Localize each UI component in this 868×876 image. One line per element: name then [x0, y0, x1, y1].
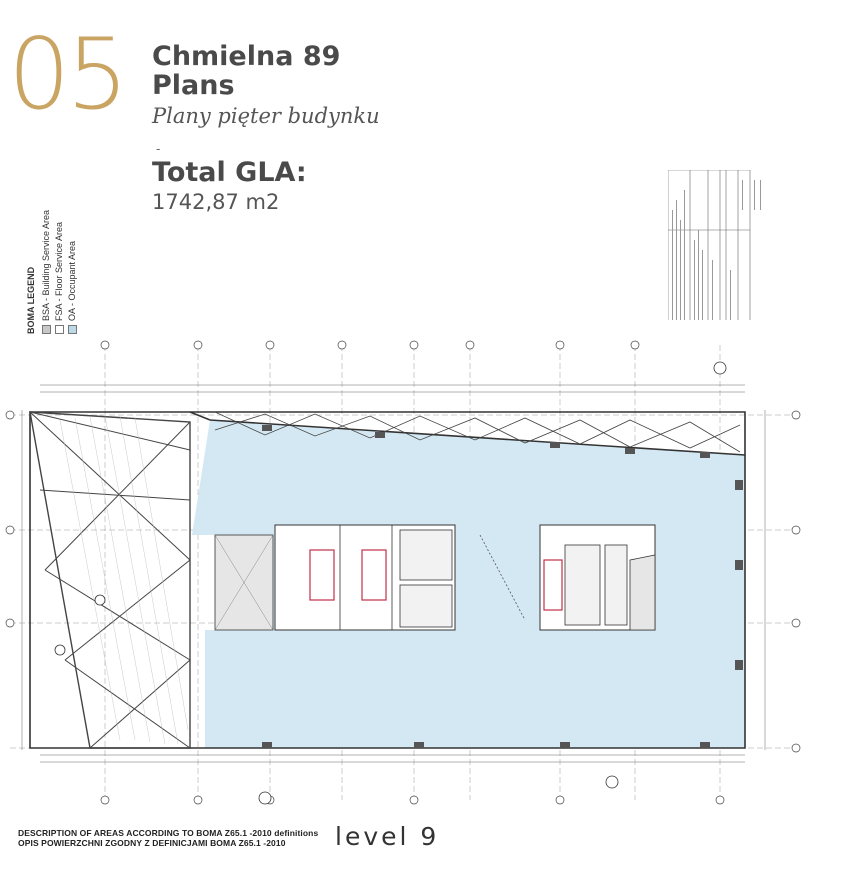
gla-label: Total GLA: — [152, 157, 307, 188]
divider: - — [156, 141, 161, 156]
title-line-1: Chmielna 89 — [152, 41, 341, 72]
legend-item-fsa: FSA - Floor Service Area — [53, 210, 66, 334]
title-line-2: Plans — [152, 70, 235, 101]
description-line-2: OPIS POWIERZCHNI ZGODNY Z DEFINICJAMI BO… — [18, 838, 286, 848]
legend-item-bsa: BSA - Building Service Area — [40, 210, 53, 334]
legend-label-bsa: BSA - Building Service Area — [41, 209, 51, 321]
core-west — [274, 524, 456, 631]
level-label: level 9 — [335, 822, 440, 851]
legend-item-oa: OA - Occupant Area — [66, 210, 79, 334]
north-truss — [214, 411, 741, 453]
boma-legend: BOMA LEGEND BSA - Building Service Area … — [26, 210, 79, 334]
area-description: DESCRIPTION OF AREAS ACCORDING TO BOMA Z… — [18, 828, 318, 848]
page-title: Chmielna 89 Plans — [152, 42, 340, 100]
building-outline — [29, 411, 746, 749]
description-line-1: DESCRIPTION OF AREAS ACCORDING TO BOMA Z… — [18, 828, 319, 838]
core-east — [539, 524, 656, 631]
columns — [262, 425, 743, 748]
occupant-area — [192, 420, 745, 748]
legend-label-oa: OA - Occupant Area — [67, 240, 77, 321]
page-subtitle: Plany pięter budynku — [152, 104, 380, 128]
legend-label-fsa: FSA - Floor Service Area — [54, 221, 64, 321]
floor-plan-drawing — [5, 340, 801, 805]
atrium-bracing — [29, 411, 191, 749]
section-number: 05 — [8, 18, 129, 132]
area-schedule-table — [668, 170, 761, 320]
legend-title: BOMA LEGEND — [26, 266, 36, 334]
gla-value: 1742,87 m2 — [152, 190, 280, 214]
